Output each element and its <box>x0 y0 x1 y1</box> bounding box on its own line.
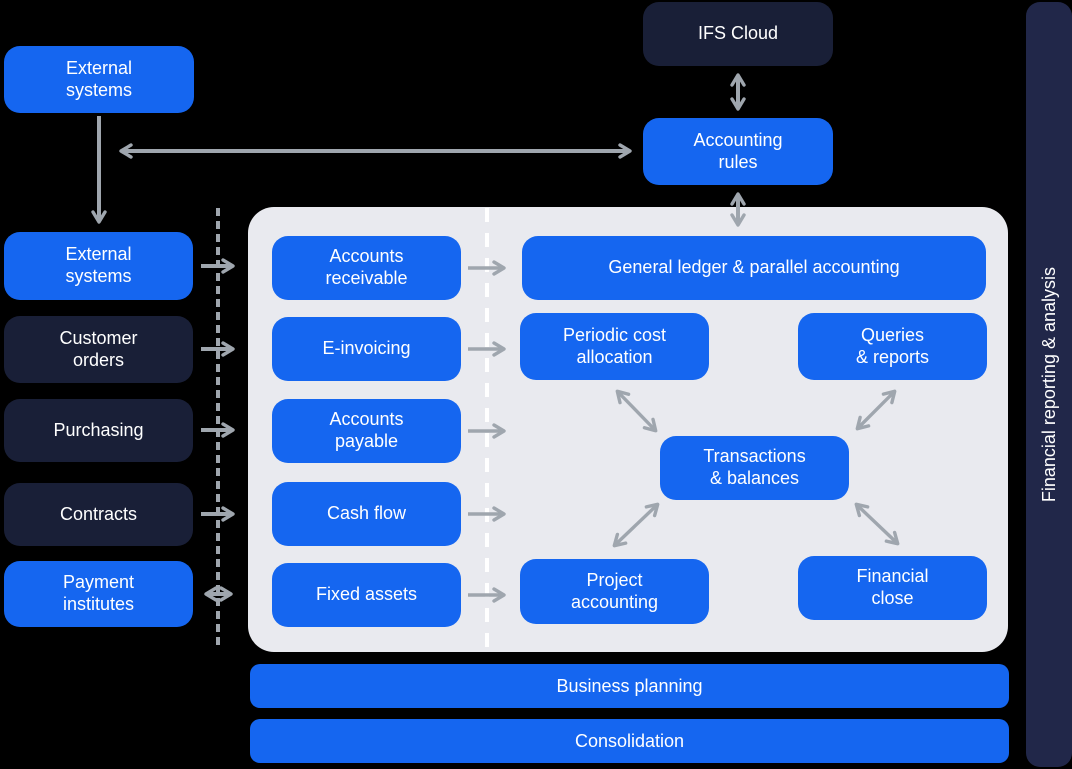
node-purchasing: Purchasing <box>4 399 193 462</box>
node-ifs-cloud: IFS Cloud <box>643 2 833 66</box>
node-transactions-balances: Transactions & balances <box>660 436 849 500</box>
sidebar-financial-reporting: Financial reporting & analysis <box>1026 2 1072 767</box>
node-accounts-payable: Accounts payable <box>272 399 461 463</box>
node-customer-orders: Customer orders <box>4 316 193 383</box>
node-accounting-rules: Accounting rules <box>643 118 833 185</box>
node-cash-flow: Cash flow <box>272 482 461 546</box>
node-payment-institutes: Payment institutes <box>4 561 193 627</box>
node-queries-reports: Queries & reports <box>798 313 987 380</box>
node-contracts: Contracts <box>4 483 193 546</box>
node-financial-close: Financial close <box>798 556 987 620</box>
node-e-invoicing: E-invoicing <box>272 317 461 381</box>
node-general-ledger: General ledger & parallel accounting <box>522 236 986 300</box>
node-fixed-assets: Fixed assets <box>272 563 461 627</box>
sidebar-financial-reporting-label: Financial reporting & analysis <box>1038 266 1059 503</box>
node-accounts-receivable: Accounts receivable <box>272 236 461 300</box>
node-external-systems: External systems <box>4 232 193 300</box>
bar-consolidation: Consolidation <box>250 719 1009 763</box>
node-periodic-cost-allocation: Periodic cost allocation <box>520 313 709 380</box>
node-project-accounting: Project accounting <box>520 559 709 624</box>
node-external-systems-top: External systems <box>4 46 194 113</box>
bar-business-planning: Business planning <box>250 664 1009 708</box>
